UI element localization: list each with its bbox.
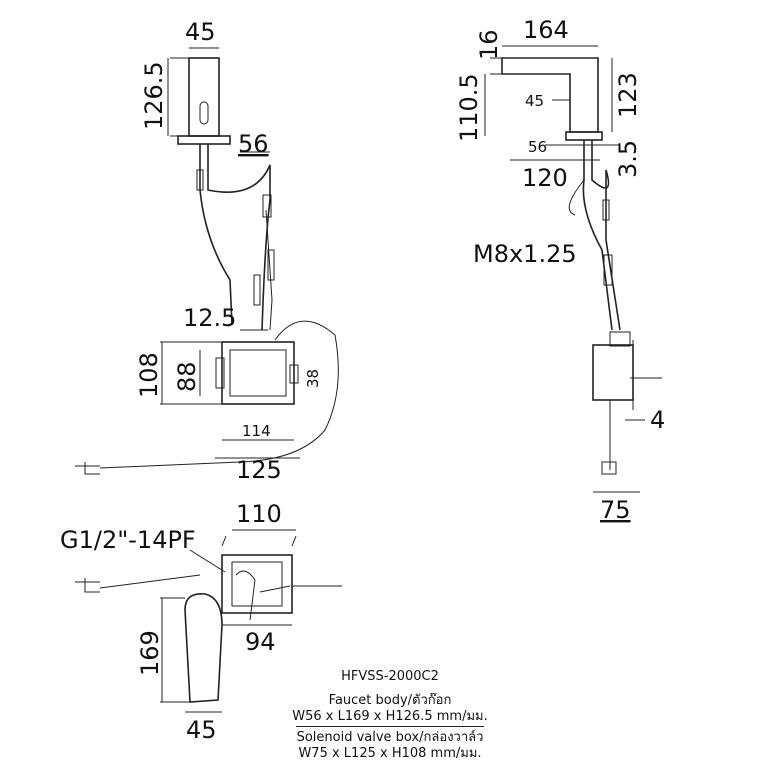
- dim-side-height-left: 110.5: [455, 73, 483, 142]
- thread-spec: M8x1.25: [473, 240, 577, 268]
- dim-top-box-width: 110: [236, 500, 282, 528]
- dim-side-depth: 120: [522, 164, 568, 192]
- dim-front-height: 126.5: [140, 61, 168, 130]
- dim-side-height-right: 123: [614, 72, 642, 118]
- dim-top-offset: 94: [245, 628, 276, 656]
- spec-divider: [296, 726, 484, 727]
- dim-front-width: 45: [185, 18, 216, 46]
- dim-box-thickness: 4: [650, 406, 665, 434]
- model-number: HFVSS-2000C2: [341, 669, 439, 684]
- dim-box-inner-width: 114: [242, 422, 271, 440]
- connection-spec: G1/2"-14PF: [60, 526, 196, 554]
- top-view: [75, 529, 342, 713]
- dim-side-top-thickness: 16: [475, 29, 503, 60]
- dim-side-base: 56: [528, 138, 547, 156]
- valve-box-label: Solenoid valve box/กล่องวาล์ว: [296, 730, 484, 745]
- dim-box-bracket: 38: [304, 369, 322, 388]
- dim-box-inner-height: 88: [173, 361, 201, 392]
- faucet-label: Faucet body/ตัวก๊อก: [328, 693, 452, 708]
- valve-box-dimensions: W75 x L125 x H108 mm/มม.: [298, 746, 482, 761]
- dim-front-base: 56: [238, 130, 269, 158]
- dim-box-outer-height: 108: [135, 352, 163, 398]
- front-view-faucet: [167, 47, 275, 331]
- valve-box-front: [75, 320, 339, 475]
- dim-side-length: 164: [523, 16, 569, 44]
- dim-side-base-thickness: 3.5: [614, 140, 642, 178]
- side-view-faucet: [484, 45, 662, 493]
- faucet-dimensions: W56 x L169 x H126.5 mm/มม.: [292, 709, 488, 724]
- dim-box-outer-width: 125: [236, 456, 282, 484]
- dim-box-side-width: 75: [600, 496, 631, 524]
- dim-box-offset: 12.5: [183, 304, 236, 332]
- dim-top-faucet-length: 169: [136, 630, 164, 676]
- dim-side-spout: 45: [525, 92, 544, 110]
- dim-top-faucet-width: 45: [186, 716, 217, 744]
